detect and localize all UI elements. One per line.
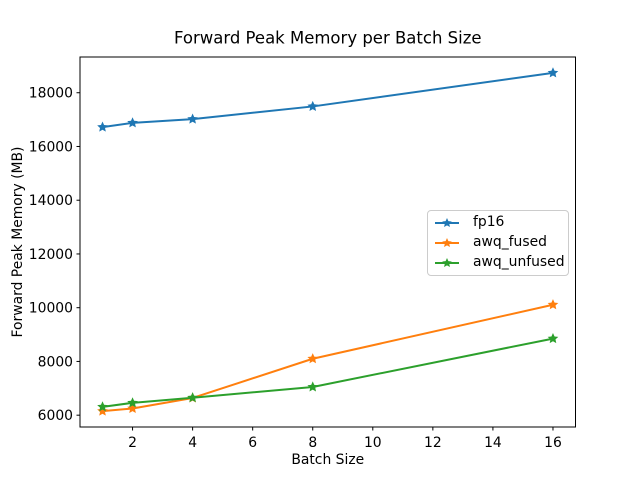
series-marker-awq_fused xyxy=(97,405,108,416)
series-marker-fp16 xyxy=(127,117,138,128)
series-marker-awq_unfused xyxy=(97,401,108,412)
legend-marker-awq-unfused-icon xyxy=(435,258,459,268)
y-axis-label: Forward Peak Memory (MB) xyxy=(10,147,26,338)
series-marker-awq_unfused xyxy=(127,397,138,408)
plot-area: 2 4 6 8 10 12 14 16 6000 8000 10000 12000 14000 16000… xyxy=(29,56,576,451)
y-tick-label: 8000 xyxy=(38,354,73,370)
series-marker-fp16 xyxy=(547,67,559,78)
series-line-fp16 xyxy=(101,71,554,129)
legend-label-awq-unfused: awq_unfused xyxy=(473,254,565,271)
y-tick-label: 6000 xyxy=(38,408,73,424)
x-tick-label: 8 xyxy=(308,435,317,451)
x-tick-label: 12 xyxy=(424,435,442,451)
legend: fp16 awq_fused awq_unfused xyxy=(427,210,569,276)
series-marker-awq_unfused xyxy=(307,381,319,392)
x-tick-label: 4 xyxy=(188,435,197,451)
x-tick-label: 16 xyxy=(544,435,562,451)
chart-title: Forward Peak Memory per Batch Size xyxy=(174,29,482,48)
legend-marker-awq-fused-icon xyxy=(435,238,459,248)
series-marker-fp16 xyxy=(307,100,319,111)
series-marker-awq_fused xyxy=(307,353,319,364)
legend-marker-fp16-icon xyxy=(435,218,459,228)
x-axis-label: Batch Size xyxy=(291,452,364,468)
x-tick-label: 2 xyxy=(128,435,137,451)
series-line-awq_fused xyxy=(101,303,554,413)
y-tick-label: 14000 xyxy=(29,193,73,209)
series-marker-fp16 xyxy=(187,113,198,124)
x-tick-label: 10 xyxy=(364,435,382,451)
series-line-awq_unfused xyxy=(101,337,554,408)
legend-item-fp16: fp16 xyxy=(434,213,562,233)
series-marker-awq_fused xyxy=(127,402,138,413)
axes-frame xyxy=(79,56,576,428)
y-tick-label: 16000 xyxy=(29,139,73,155)
y-tick-label: 18000 xyxy=(29,86,73,102)
legend-label-fp16: fp16 xyxy=(473,214,505,231)
legend-label-awq-fused: awq_fused xyxy=(473,234,547,251)
x-tick-label: 14 xyxy=(484,435,502,451)
x-tick-label: 6 xyxy=(248,435,257,451)
y-tick-label: 10000 xyxy=(29,301,73,317)
series-marker-fp16 xyxy=(97,121,108,132)
y-tick-label: 12000 xyxy=(29,247,73,263)
series-marker-awq_unfused xyxy=(547,333,559,344)
series-marker-awq_unfused xyxy=(187,392,198,403)
legend-item-awq-unfused: awq_unfused xyxy=(434,253,565,273)
legend-item-awq-fused: awq_fused xyxy=(434,233,562,253)
series-marker-awq_fused xyxy=(547,299,559,310)
